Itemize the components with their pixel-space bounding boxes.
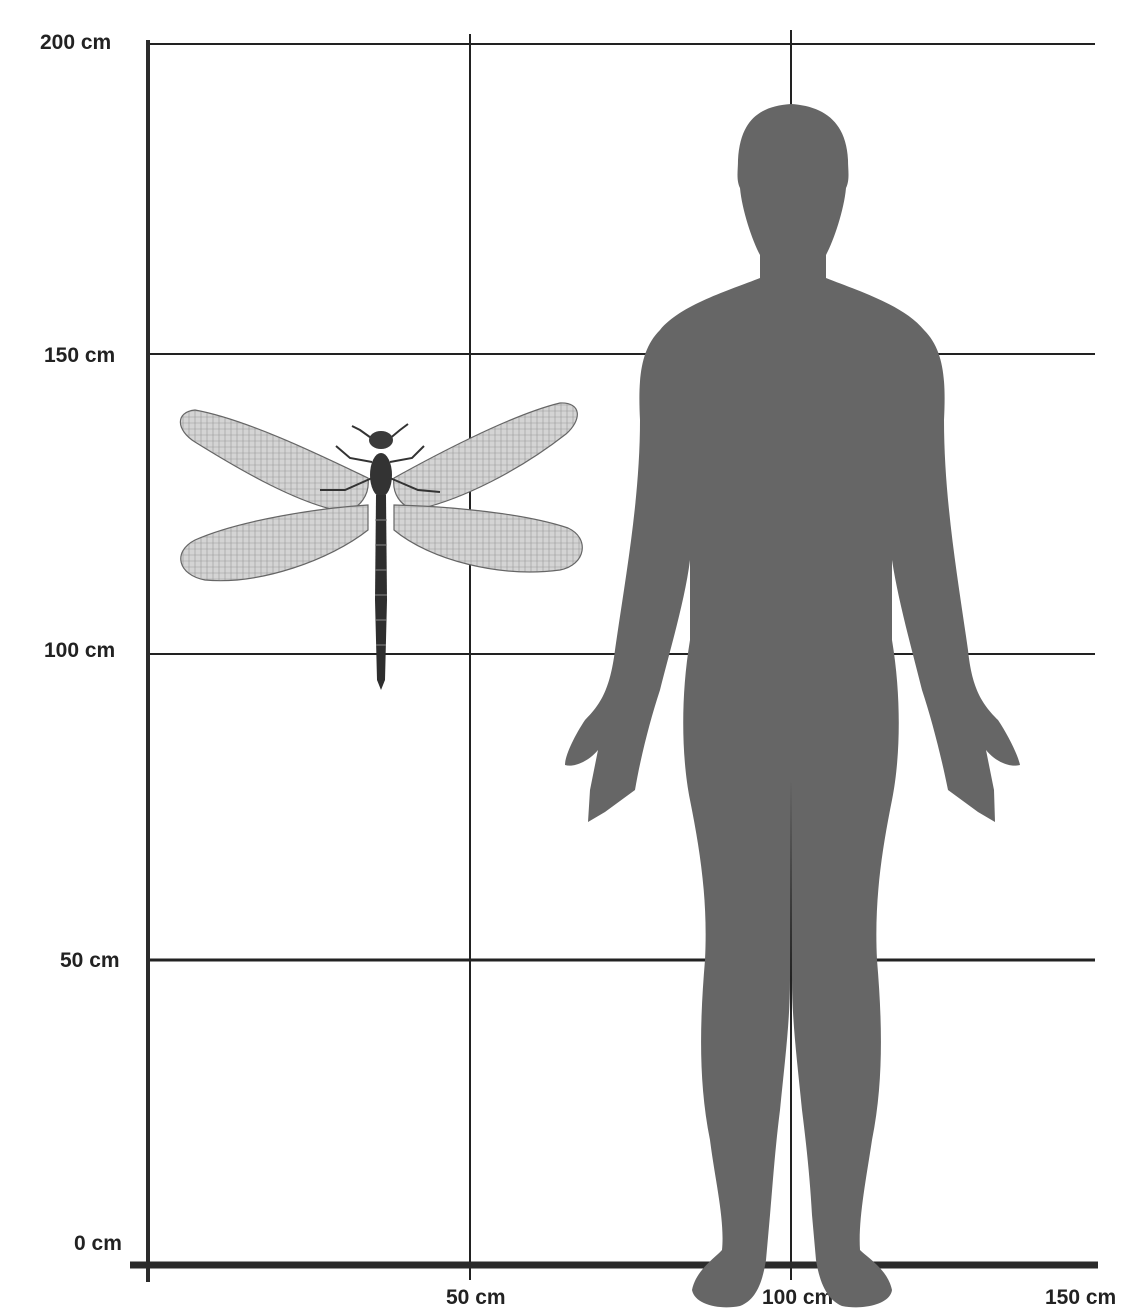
y-tick-label-150: 150 cm bbox=[44, 344, 115, 367]
x-tick-label-100: 100 cm bbox=[762, 1286, 833, 1309]
dragonfly-head bbox=[369, 431, 393, 449]
right-hindwing bbox=[394, 505, 582, 572]
y-tick-label-200: 200 cm bbox=[40, 31, 111, 54]
left-hindwing bbox=[181, 505, 368, 581]
dragonfly-illustration bbox=[180, 403, 582, 690]
x-tick-label-50: 50 cm bbox=[446, 1286, 506, 1309]
dragonfly-abdomen bbox=[375, 495, 387, 690]
x-tick-label-150: 150 cm bbox=[1045, 1286, 1116, 1309]
y-tick-label-100: 100 cm bbox=[44, 639, 115, 662]
left-forewing bbox=[180, 410, 368, 512]
right-forewing bbox=[394, 403, 578, 510]
x-tick-labels: 50 cm 100 cm 150 cm bbox=[446, 1286, 1116, 1309]
y-tick-label-0: 0 cm bbox=[74, 1232, 122, 1255]
y-tick-labels: 200 cm 150 cm 100 cm 50 cm 0 cm bbox=[40, 31, 122, 1255]
dragonfly-thorax bbox=[370, 453, 392, 497]
y-tick-label-50: 50 cm bbox=[60, 949, 120, 972]
human-silhouette bbox=[565, 104, 1020, 1307]
